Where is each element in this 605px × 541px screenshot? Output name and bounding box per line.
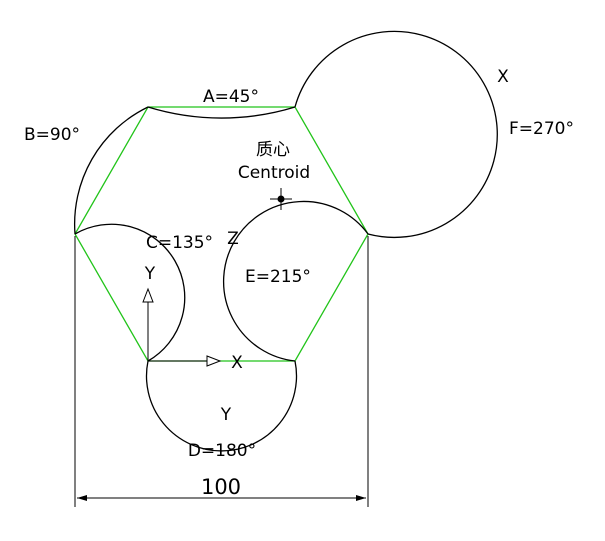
ucs-axis-icon	[142, 287, 222, 367]
ucs-x-label: X	[231, 353, 243, 373]
arc-a	[147, 106, 296, 119]
hexagon-outline	[74, 106, 369, 362]
axis-label-y: Y	[220, 405, 232, 425]
label-d: D=180°	[188, 441, 256, 461]
ucs-y-label: Y	[144, 264, 156, 284]
arc-d	[145, 360, 298, 452]
centroid-label-en: Centroid	[238, 163, 310, 183]
arc-c	[74, 223, 186, 362]
arc-f	[294, 30, 498, 239]
arc-e	[222, 200, 369, 362]
centroid-marker-icon	[270, 188, 292, 210]
arc-b	[73, 106, 149, 235]
dimension-100	[74, 236, 369, 507]
axis-label-x: X	[497, 67, 509, 87]
arc-profile	[73, 30, 498, 452]
dimension-value: 100	[201, 475, 241, 499]
label-c: C=135°	[146, 233, 213, 253]
centroid-label-cn: 质心	[256, 140, 290, 160]
label-b: B=90°	[24, 125, 80, 145]
label-e: E=215°	[245, 267, 311, 287]
label-f: F=270°	[509, 119, 574, 139]
axis-label-z: Z	[227, 229, 239, 249]
label-a: A=45°	[203, 87, 259, 107]
